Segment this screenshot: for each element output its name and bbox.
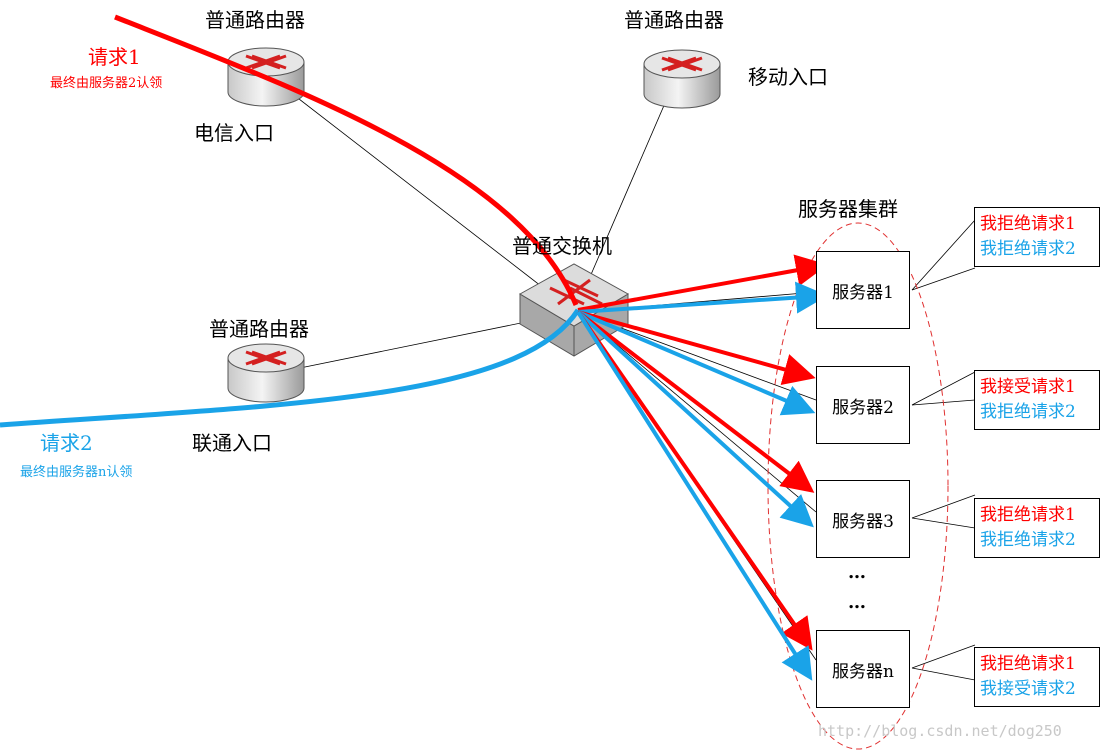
cluster-ellipse (767, 222, 949, 750)
arrow-req2-server3 (576, 310, 814, 528)
server-n-response-req1: 我拒绝请求1 (980, 654, 1076, 674)
request1-path (114, 14, 579, 306)
link-servern-note (911, 644, 976, 669)
server-1: 服务器1 (816, 251, 910, 329)
watermark: http://blog.csdn.net/dog250 (818, 722, 1062, 740)
ellipsis-1: … (848, 562, 867, 583)
router-telecom-icon (227, 47, 305, 107)
router-mobile-icon (643, 49, 721, 109)
ellipsis-2: … (848, 592, 867, 613)
request2-note: 最终由服务器n认领 (20, 465, 133, 480)
cluster-title: 服务器集群 (798, 197, 898, 221)
server-1-name: 服务器1 (832, 282, 894, 303)
request1-note: 最终由服务器2认领 (50, 76, 163, 91)
request2-path (0, 308, 581, 428)
link-server3-note (911, 494, 976, 519)
server-1-response-req1: 我拒绝请求1 (980, 214, 1076, 234)
arrow-req2-server1 (577, 281, 828, 314)
link-mobile-switch (579, 79, 676, 301)
server-3: 服务器3 (816, 480, 910, 558)
link-server1-note (911, 219, 976, 291)
link-switch-server3 (577, 311, 817, 513)
server-3-response-req1: 我拒绝请求1 (980, 505, 1076, 525)
server-2-responses: 我接受请求1 我拒绝请求2 (974, 370, 1100, 430)
server-2-name: 服务器2 (832, 397, 894, 418)
arrow-req1-servern (576, 310, 813, 651)
request2-label: 请求2 (40, 431, 93, 455)
server-n-response-req2: 我接受请求2 (980, 679, 1076, 699)
router-unicom-title: 普通路由器 (209, 317, 309, 341)
server-3-response-req2: 我拒绝请求2 (980, 530, 1076, 550)
router-telecom-title: 普通路由器 (205, 8, 305, 32)
server-n: 服务器n (816, 630, 910, 708)
fanout-arrows (576, 254, 828, 681)
switch-title: 普通交换机 (512, 234, 612, 258)
router-mobile-entry: 移动入口 (748, 65, 828, 89)
router-mobile-title: 普通路由器 (624, 8, 724, 32)
arrow-req1-server2 (577, 310, 816, 385)
router-telecom-entry: 电信入口 (194, 121, 274, 145)
arrow-req1-server1 (577, 254, 828, 312)
arrow-req2-servern (576, 310, 813, 681)
link-telecom-switch (267, 74, 573, 311)
router-unicom-entry: 联通入口 (192, 431, 272, 455)
server-1-responses: 我拒绝请求1 我拒绝请求2 (974, 207, 1100, 267)
server-2: 服务器2 (816, 366, 910, 444)
link-server2-note (911, 371, 976, 406)
server-1-response-req2: 我拒绝请求2 (980, 239, 1076, 259)
request1-label: 请求1 (88, 45, 141, 69)
arrow-req2-server2 (577, 310, 816, 416)
server-3-responses: 我拒绝请求1 我拒绝请求2 (974, 498, 1100, 558)
server-2-response-req1: 我接受请求1 (980, 377, 1076, 397)
server-n-responses: 我拒绝请求1 我接受请求2 (974, 647, 1100, 707)
arrow-req1-server3 (576, 310, 815, 493)
server-2-response-req2: 我拒绝请求2 (980, 402, 1076, 422)
server-n-name: 服务器n (832, 661, 894, 682)
router-unicom-icon (227, 343, 305, 403)
server-3-name: 服务器3 (832, 511, 894, 532)
